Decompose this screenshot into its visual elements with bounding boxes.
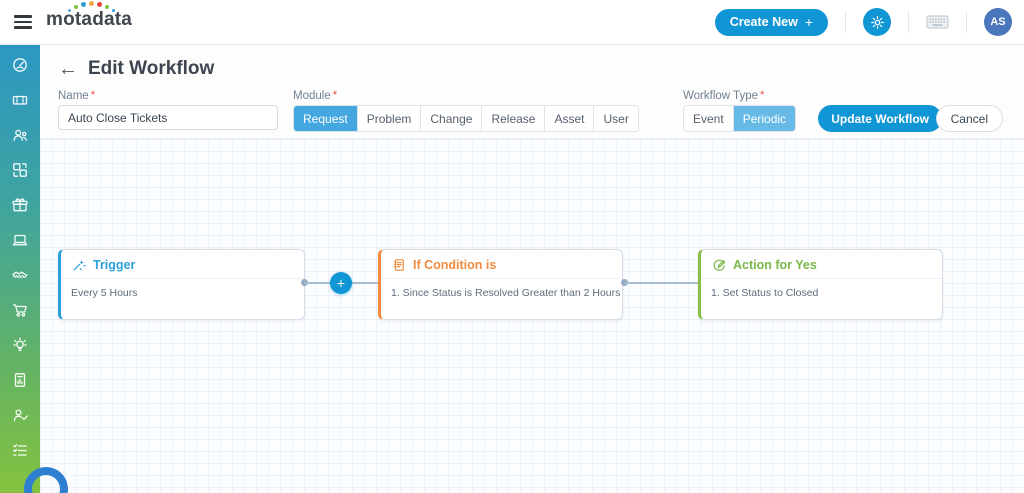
handshake-icon xyxy=(12,271,28,279)
trigger-icon xyxy=(73,260,86,271)
module-tab-request[interactable]: Request xyxy=(294,106,358,131)
action-body: 1. Set Status to Closed xyxy=(711,287,819,299)
keyboard-icon xyxy=(926,15,949,29)
create-new-button[interactable]: Create New + xyxy=(714,8,828,36)
workflow-type-tabs: Event Periodic xyxy=(683,105,797,132)
action-node[interactable]: Action for Yes 1. Set Status to Closed xyxy=(698,249,943,320)
users-icon xyxy=(13,129,27,141)
laptop-icon xyxy=(12,234,28,246)
required-asterisk: * xyxy=(90,90,96,102)
sidebar-item-changes[interactable] xyxy=(11,161,29,179)
sidebar-item-tasks[interactable] xyxy=(11,441,29,459)
brand-name: motadata xyxy=(46,8,133,30)
change-icon xyxy=(13,163,27,177)
hamburger-menu-icon[interactable] xyxy=(14,12,32,31)
module-tab-user[interactable]: User xyxy=(594,106,638,131)
divider xyxy=(845,11,846,33)
left-sidebar xyxy=(0,45,40,493)
module-tab-problem[interactable]: Problem xyxy=(357,106,422,131)
cart-icon xyxy=(12,304,27,317)
name-label: Name* xyxy=(58,90,96,102)
name-input[interactable] xyxy=(58,105,278,130)
back-button[interactable]: ← xyxy=(58,58,78,80)
gear-icon xyxy=(870,15,884,29)
user-check-icon xyxy=(13,409,28,422)
sidebar-item-approvals[interactable] xyxy=(11,406,29,424)
sidebar-item-tickets[interactable] xyxy=(11,91,29,109)
action-icon xyxy=(713,259,726,271)
workflow-form-header: ← Edit Workflow Name* Module* Request Pr… xyxy=(40,45,1024,138)
workflow-type-periodic[interactable]: Periodic xyxy=(733,106,796,131)
sidebar-item-knowledge[interactable] xyxy=(11,336,29,354)
sidebar-item-dashboard[interactable] xyxy=(11,56,29,74)
add-node-button[interactable]: + xyxy=(330,272,352,294)
cancel-button[interactable]: Cancel xyxy=(935,105,1003,132)
condition-icon xyxy=(393,259,404,271)
module-tabs: Request Problem Change Release Asset Use… xyxy=(293,105,639,132)
sidebar-item-vendors[interactable] xyxy=(11,266,29,284)
update-workflow-button[interactable]: Update Workflow xyxy=(818,105,942,132)
report-icon xyxy=(14,373,26,387)
create-new-label: Create New xyxy=(729,15,798,29)
condition-title: If Condition is xyxy=(413,258,497,272)
module-tab-release[interactable]: Release xyxy=(482,106,546,131)
condition-body: 1. Since Status is Resolved Greater than… xyxy=(391,287,621,299)
gift-icon xyxy=(12,198,28,212)
sidebar-item-purchase[interactable] xyxy=(11,301,29,319)
trigger-node[interactable]: Trigger Every 5 Hours xyxy=(58,249,305,320)
required-asterisk: * xyxy=(332,90,338,102)
connector-dot xyxy=(621,279,628,286)
module-tab-asset[interactable]: Asset xyxy=(545,106,595,131)
condition-node[interactable]: If Condition is 1. Since Status is Resol… xyxy=(378,249,623,320)
top-bar: motadata Create New + AS xyxy=(0,0,1024,45)
action-title: Action for Yes xyxy=(733,258,817,272)
motadata-logo: motadata xyxy=(46,0,132,45)
trigger-body: Every 5 Hours xyxy=(71,287,138,299)
page-title: Edit Workflow xyxy=(88,58,215,79)
sidebar-item-asset-catalog[interactable] xyxy=(11,196,29,214)
settings-button[interactable] xyxy=(863,8,891,36)
sidebar-item-users[interactable] xyxy=(11,126,29,144)
workflow-type-label: Workflow Type* xyxy=(683,90,765,102)
keyboard-shortcuts-button[interactable] xyxy=(926,14,949,30)
user-avatar[interactable]: AS xyxy=(984,8,1012,36)
connector-line xyxy=(625,282,698,284)
ticket-icon xyxy=(12,95,28,105)
sidebar-item-reports[interactable] xyxy=(11,371,29,389)
divider xyxy=(966,11,967,33)
dashboard-icon xyxy=(13,58,27,72)
required-asterisk: * xyxy=(760,90,765,102)
divider xyxy=(908,11,909,33)
sidebar-item-assets[interactable] xyxy=(11,231,29,249)
plus-icon: + xyxy=(804,14,813,30)
checklist-icon xyxy=(13,444,27,456)
trigger-title: Trigger xyxy=(93,258,136,272)
workflow-canvas[interactable]: Trigger Every 5 Hours + If Condition is … xyxy=(40,138,1024,493)
module-label: Module* xyxy=(293,90,338,102)
workflow-type-event[interactable]: Event xyxy=(684,106,734,131)
module-tab-change[interactable]: Change xyxy=(421,106,483,131)
bulb-icon xyxy=(13,337,27,351)
